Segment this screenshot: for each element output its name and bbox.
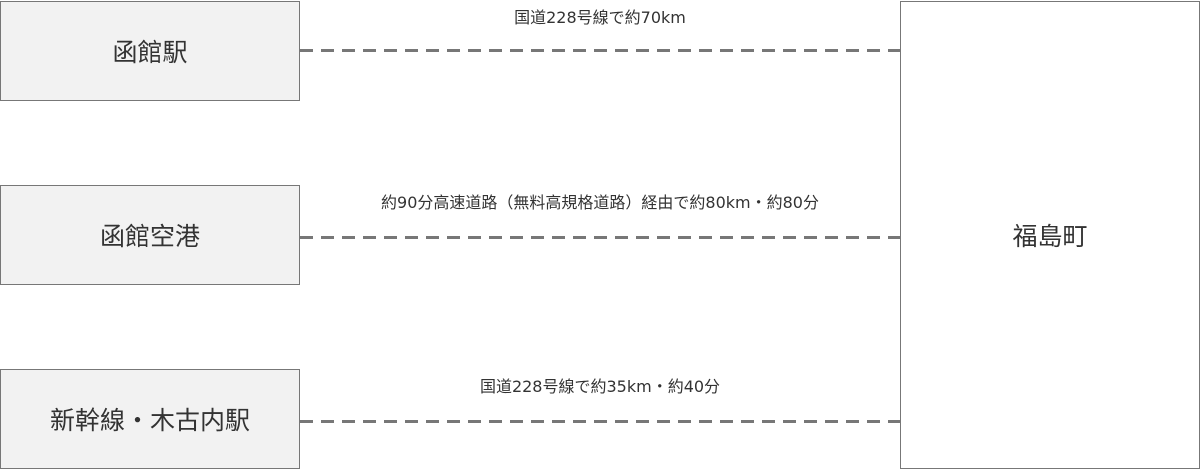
route-dashed-line <box>300 49 900 52</box>
route-label: 国道228号線で約70km <box>514 8 686 27</box>
origin-kikonai-station: 新幹線・木古内駅 <box>0 369 300 469</box>
destination-fukushima: 福島町 <box>900 1 1200 469</box>
route-dashed-line <box>300 236 900 239</box>
origin-hakodate-station: 函館駅 <box>0 1 300 101</box>
route-dashed-line <box>300 420 900 423</box>
origin-label: 新幹線・木古内駅 <box>49 406 250 435</box>
route-label: 約90分高速道路（無料高規格道路）経由で約80km・約80分 <box>381 193 819 212</box>
route-label: 国道228号線で約35km・約40分 <box>479 377 721 396</box>
origin-hakodate-airport: 函館空港 <box>0 185 300 285</box>
origin-label: 函館駅 <box>112 38 188 67</box>
destination-label: 福島町 <box>1012 222 1088 251</box>
origin-label: 函館空港 <box>99 222 200 251</box>
